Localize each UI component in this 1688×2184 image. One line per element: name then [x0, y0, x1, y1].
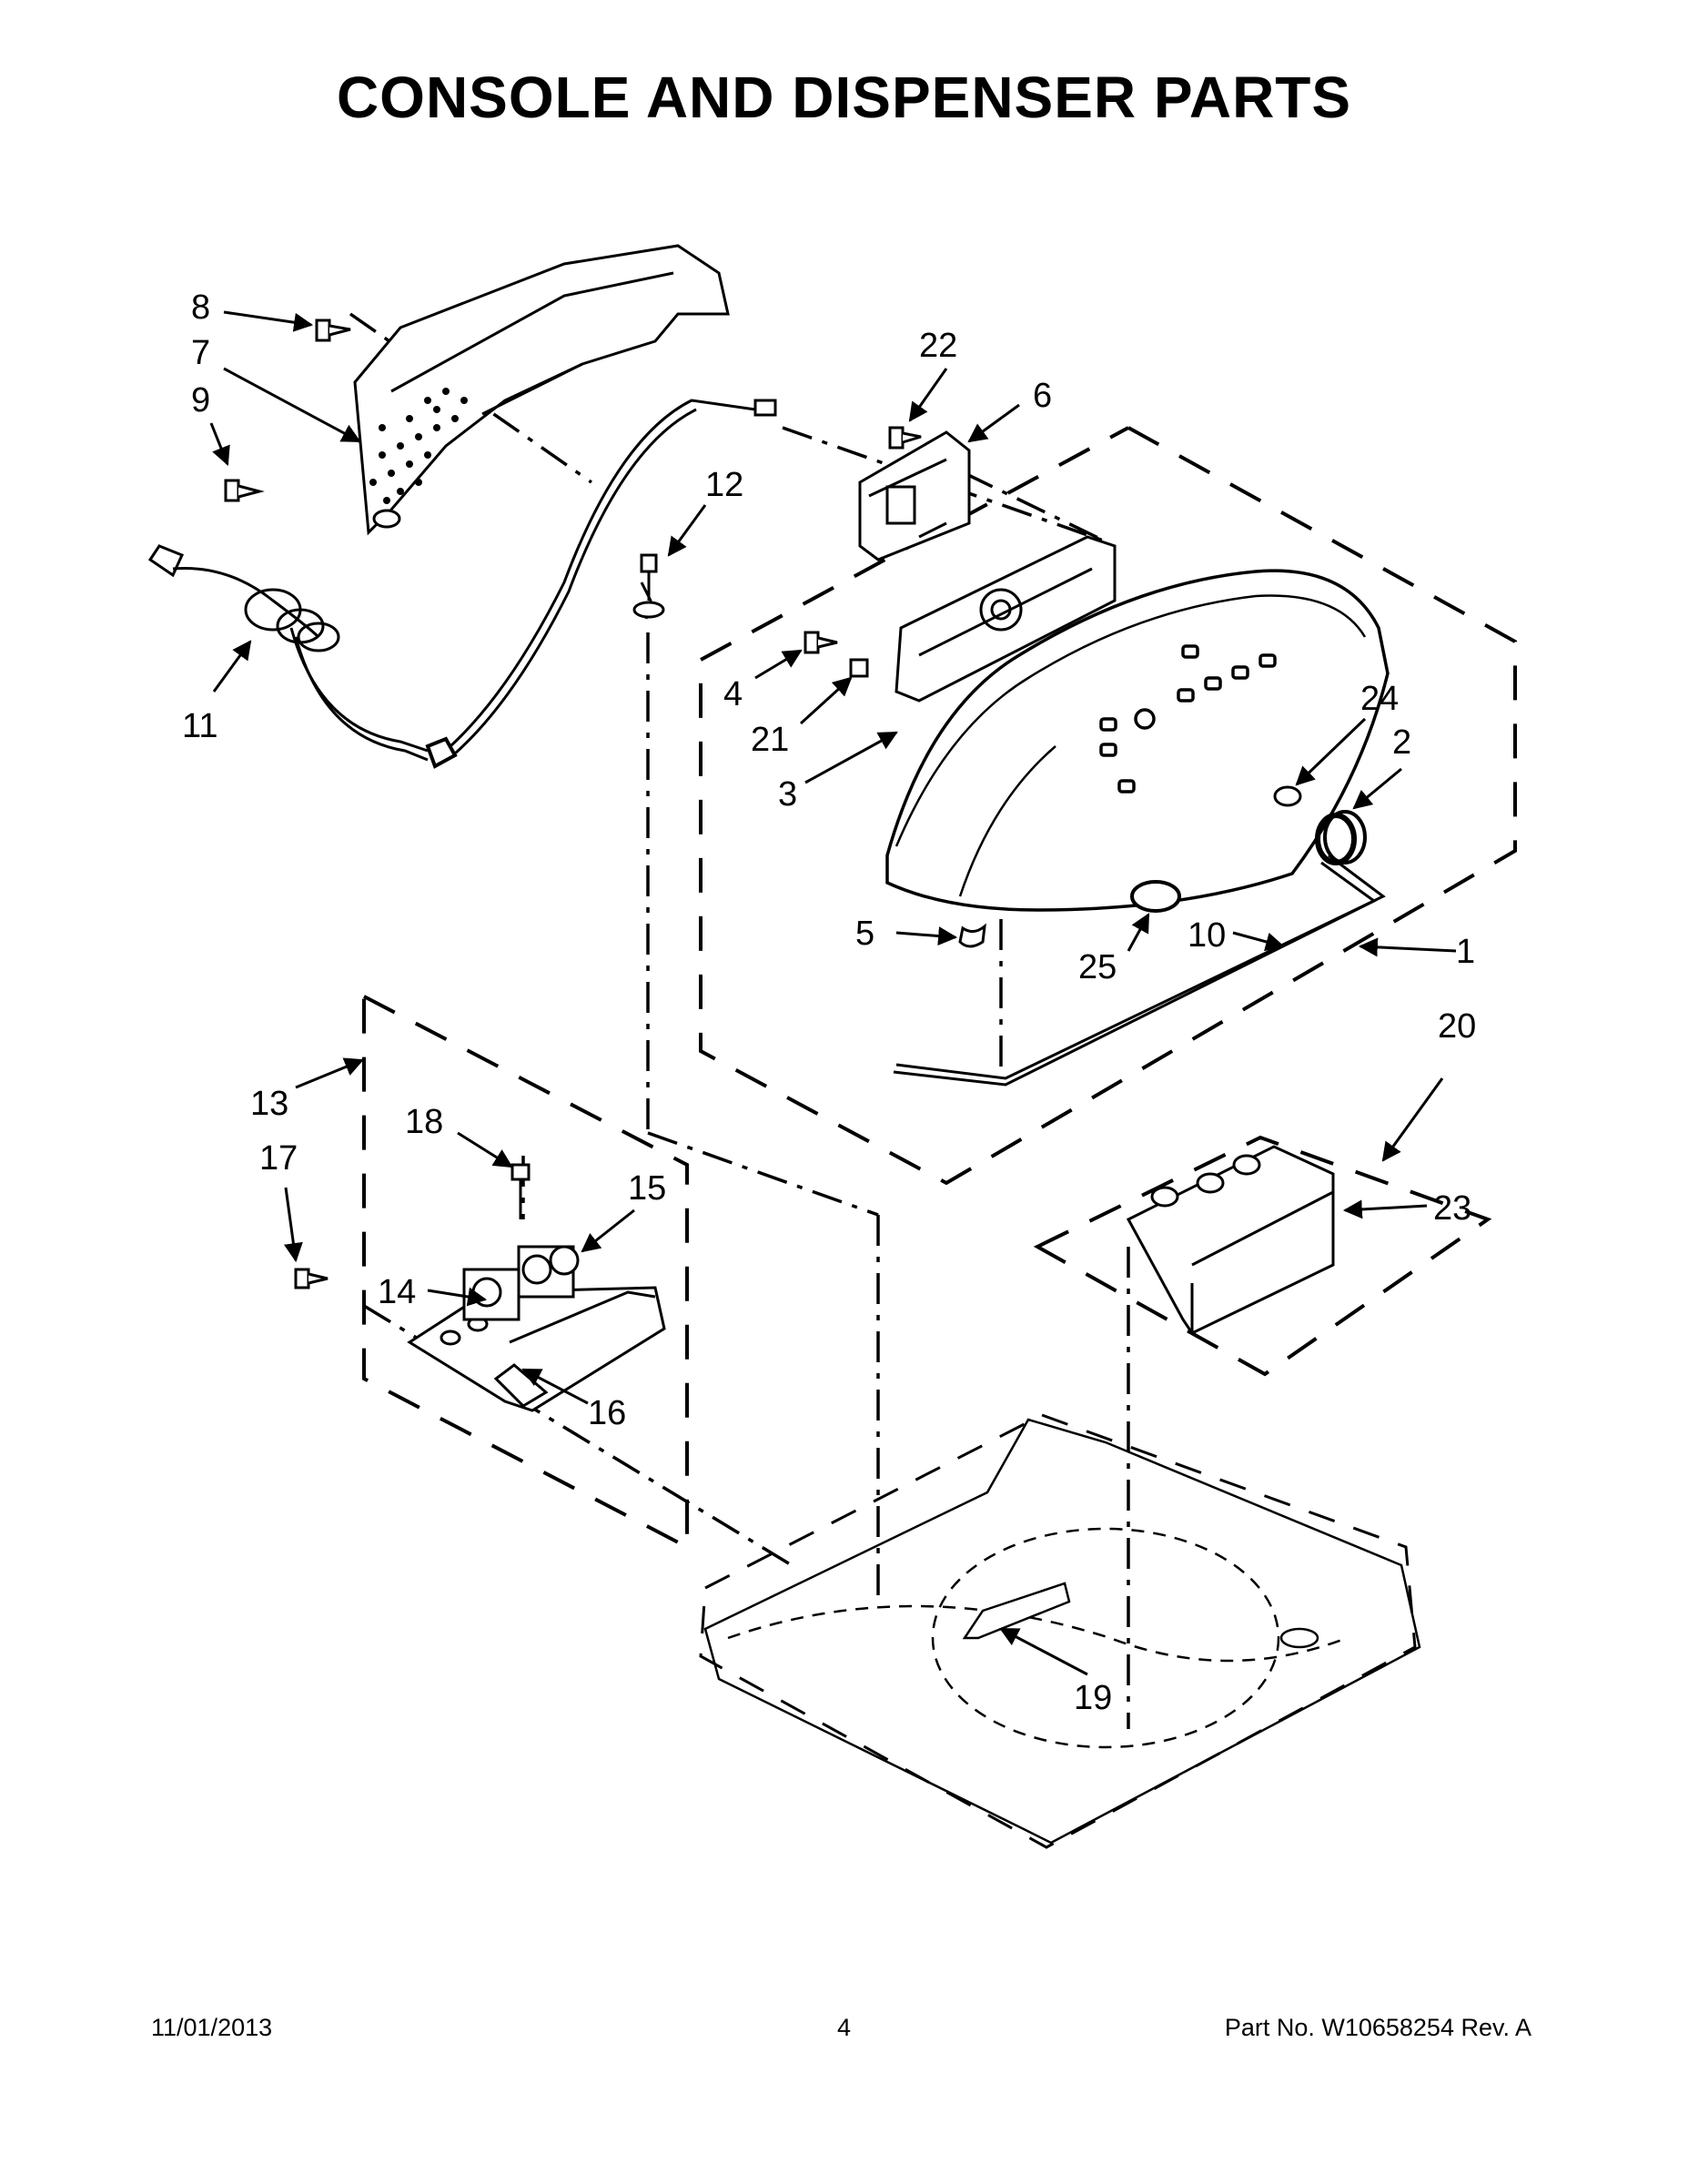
- callout-19: 19: [1074, 1679, 1112, 1717]
- power-cord: [147, 544, 458, 769]
- bushing-21: [849, 658, 869, 678]
- inlet-valve-group-boundary: [362, 993, 689, 1551]
- callout-7: 7: [191, 334, 210, 372]
- callout-21: 21: [751, 721, 789, 759]
- alignment-lines: [349, 312, 1130, 1729]
- callout-20: 20: [1438, 1007, 1476, 1046]
- callout-6: 6: [1033, 377, 1052, 415]
- screw-22: [888, 426, 922, 450]
- callout-10: 10: [1188, 916, 1226, 955]
- rear-console-panel: [353, 244, 730, 536]
- footer-date: 11/01/2013: [151, 2014, 273, 2041]
- console: [885, 569, 1390, 912]
- wire-clip: [958, 923, 986, 948]
- screw-18: [510, 1163, 531, 1219]
- callout-8: 8: [191, 288, 210, 327]
- callout-24: 24: [1360, 680, 1399, 718]
- washer-top-cover: [703, 1418, 1421, 1845]
- callout-4: 4: [723, 675, 743, 713]
- callout-14: 14: [378, 1273, 416, 1311]
- screw-9: [224, 479, 265, 502]
- callout-numbers: 8 7 9 11 12 22 6 4 21 3 24 2 5 25 10 1 2…: [182, 288, 1476, 1717]
- screw-17: [294, 1268, 329, 1289]
- ground-screw: [632, 553, 665, 619]
- leader-lines: [209, 310, 1457, 1676]
- screw-8: [315, 318, 351, 342]
- knob-shaft: [1273, 785, 1302, 807]
- callout-23: 23: [1433, 1189, 1471, 1228]
- badge: [1130, 880, 1181, 913]
- callout-22: 22: [919, 327, 957, 365]
- callout-16: 16: [588, 1394, 626, 1432]
- dispenser-drawer: [1126, 1145, 1335, 1335]
- screw-4: [804, 631, 838, 654]
- dispenser-group-boundary: [1033, 1135, 1492, 1377]
- callout-25: 25: [1078, 948, 1117, 986]
- callout-3: 3: [778, 775, 797, 814]
- callout-11: 11: [182, 707, 217, 745]
- inlet-valve-assembly: [407, 1245, 666, 1412]
- callout-13: 13: [250, 1085, 288, 1123]
- callout-15: 15: [628, 1169, 666, 1208]
- callout-12: 12: [705, 466, 743, 504]
- console-group-boundary: [699, 426, 1517, 1186]
- callout-18: 18: [405, 1103, 443, 1141]
- console-gasket: [893, 854, 1386, 1087]
- callout-9: 9: [191, 381, 210, 420]
- callout-2: 2: [1392, 723, 1411, 762]
- callout-17: 17: [259, 1139, 298, 1178]
- page-title: CONSOLE AND DISPENSER PARTS: [336, 65, 1352, 130]
- footer-page-number: 4: [836, 2014, 852, 2041]
- top-cover-boundary: [699, 1413, 1417, 1849]
- user-interface-board: [895, 535, 1117, 703]
- callout-1: 1: [1456, 933, 1475, 971]
- callout-5: 5: [855, 915, 874, 953]
- knob: [1315, 810, 1367, 865]
- control-board: [858, 430, 971, 561]
- footer-part-number: Part No. W10658254 Rev. A: [1224, 2014, 1531, 2041]
